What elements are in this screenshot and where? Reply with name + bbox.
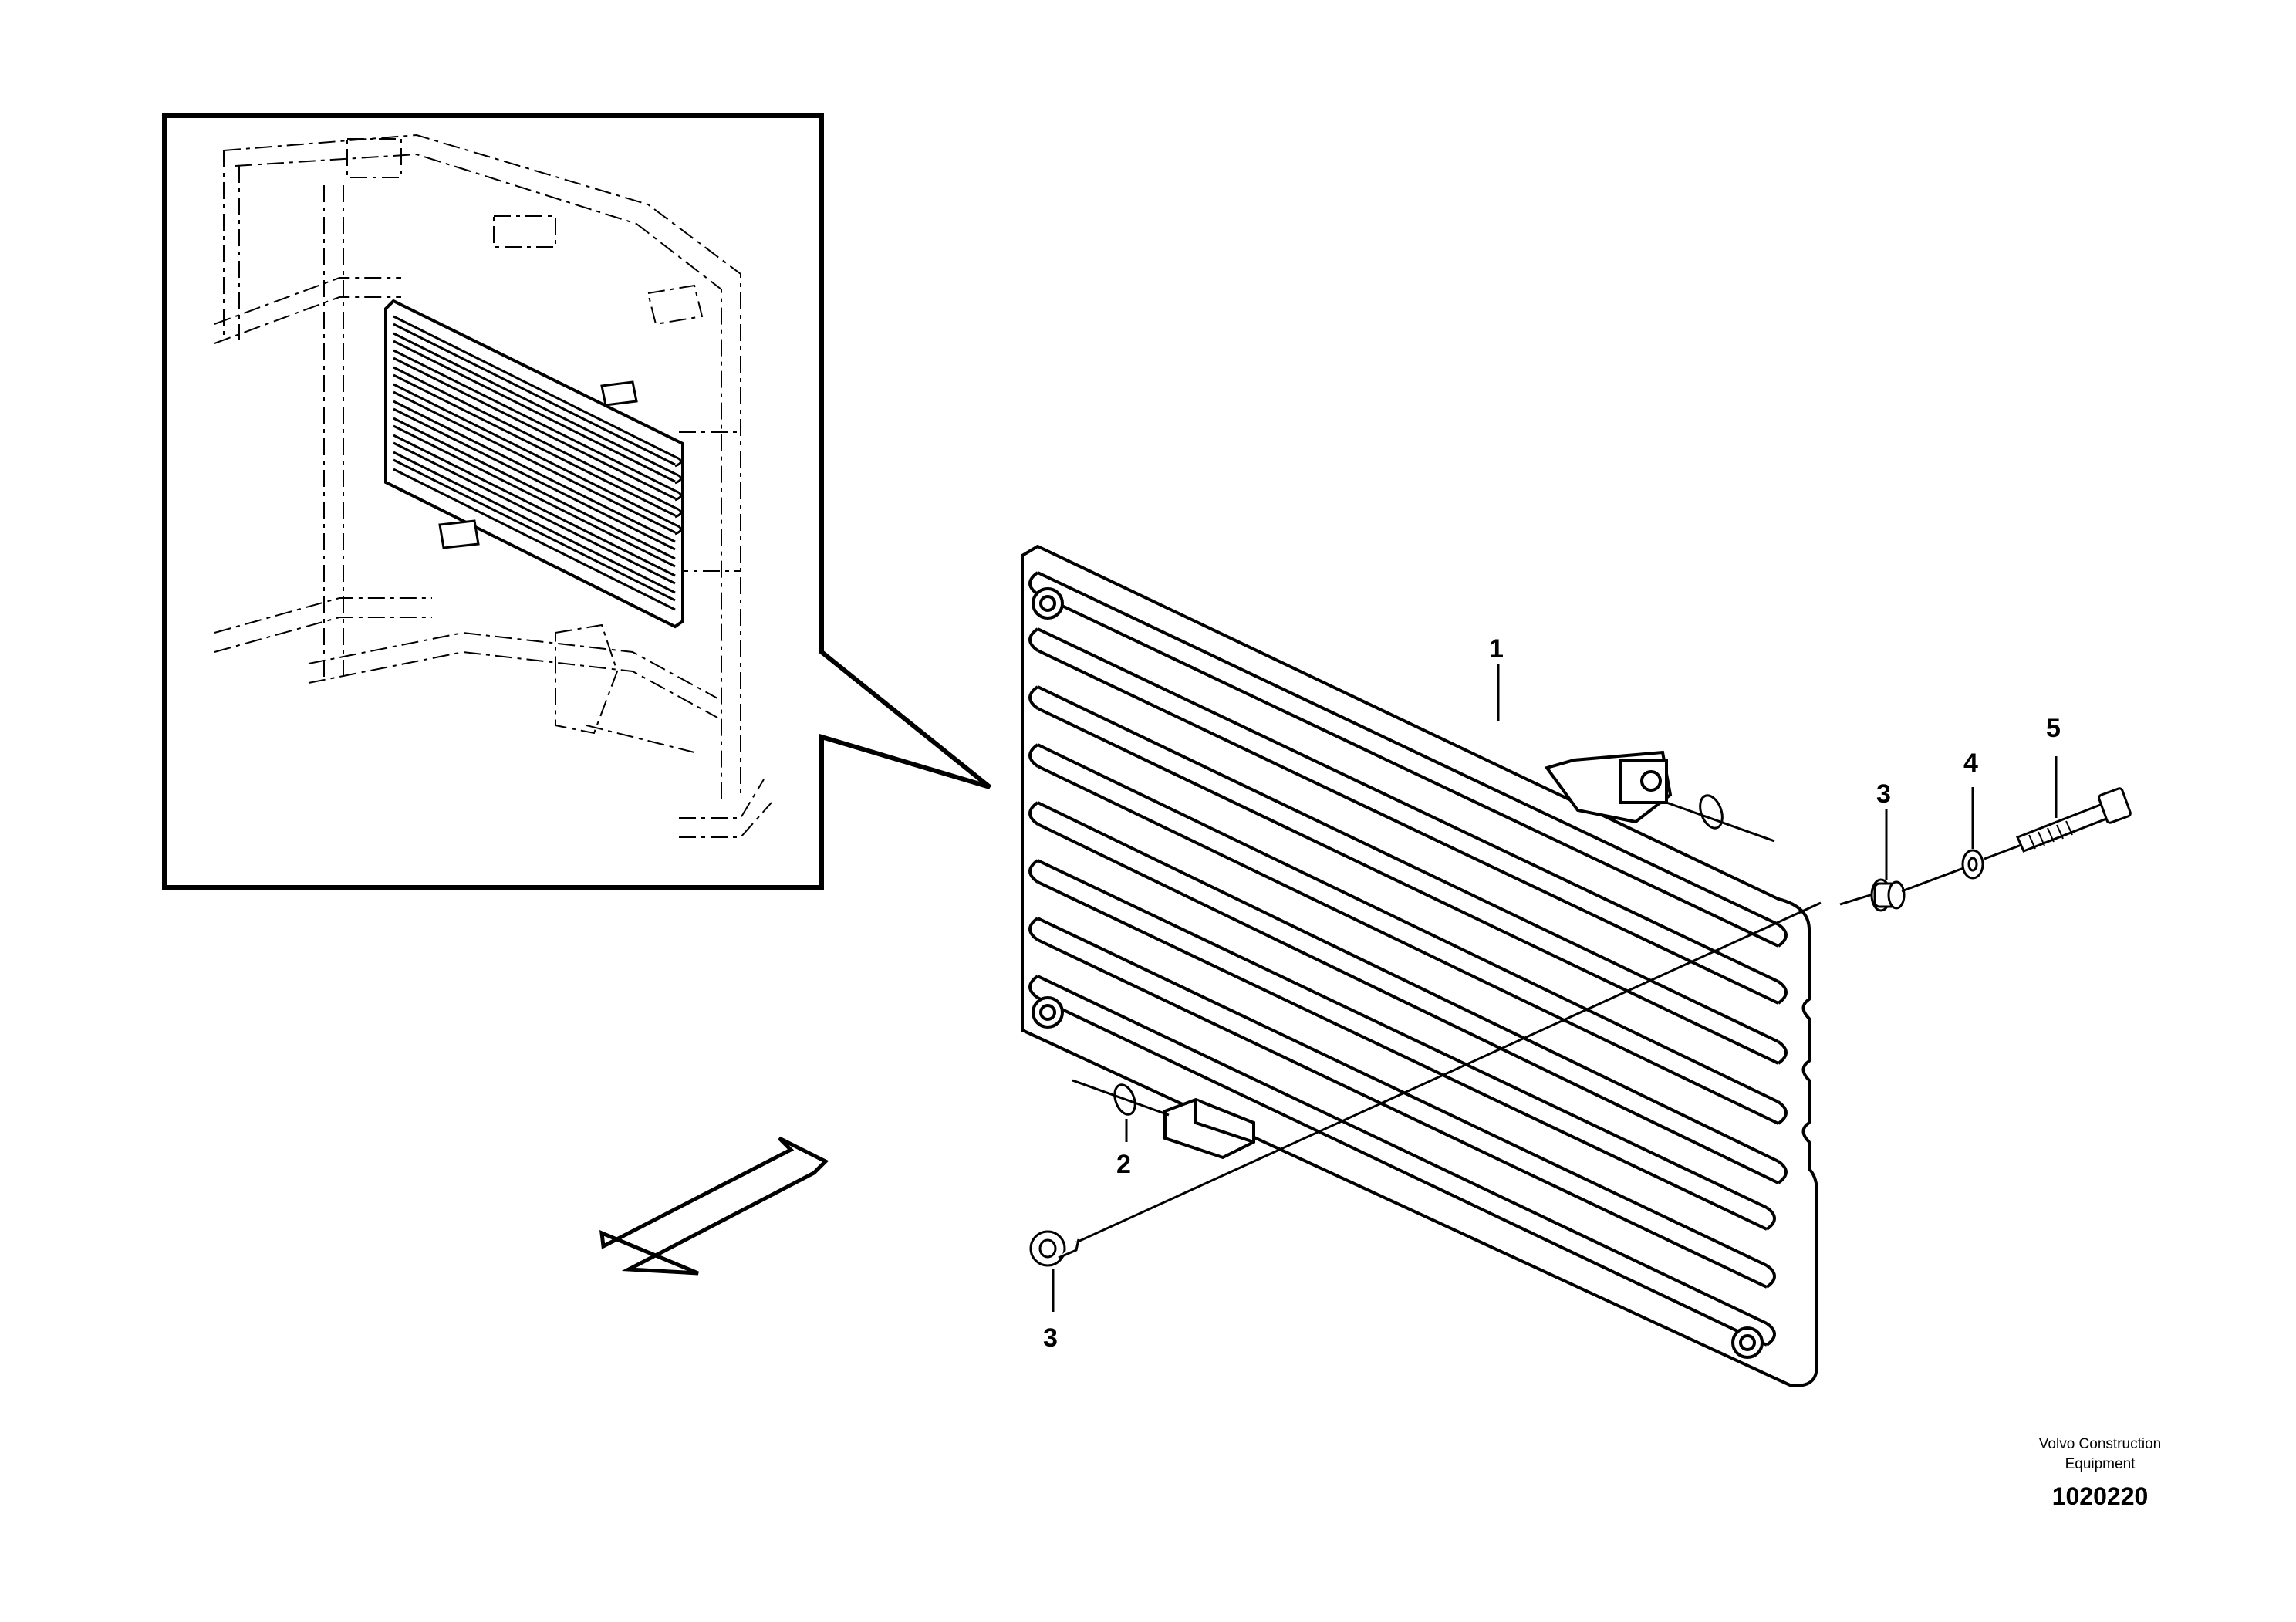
machine-frame-phantom — [214, 133, 772, 838]
o-ring-upper — [1666, 794, 1775, 843]
credit-line-1: Volvo Construction — [2039, 1436, 2161, 1452]
bolt — [2015, 787, 2132, 853]
document-number: 1020220 — [2052, 1482, 2149, 1510]
oil-cooler — [1021, 545, 1818, 1387]
cooler-body — [1021, 545, 1818, 1387]
leader-lines — [1052, 664, 2058, 1312]
upper-bracket — [1544, 750, 1673, 824]
connector-right — [1839, 878, 1906, 912]
o-ring-lower — [1072, 1079, 1170, 1117]
credit-line-2: Equipment — [2065, 1456, 2136, 1472]
cooler-ports — [1032, 587, 1764, 1359]
connector-left — [1029, 901, 1822, 1267]
arrow-down-left-icon — [599, 1136, 829, 1276]
part-label-5: 5 — [2046, 714, 2061, 743]
cooler-tubes — [1028, 571, 1788, 1347]
washer — [1901, 843, 2022, 893]
part-label-4: 4 — [1963, 748, 1978, 778]
detail-inset — [162, 113, 991, 890]
inset-cooler-tubes — [393, 315, 682, 611]
inset-cooler-brackets — [438, 380, 638, 549]
part-label-3-left: 3 — [1043, 1323, 1058, 1353]
part-label-1: 1 — [1489, 634, 1504, 664]
part-label-3-right: 3 — [1876, 779, 1891, 809]
lower-bracket — [1163, 1097, 1255, 1160]
part-label-2: 2 — [1116, 1150, 1131, 1179]
